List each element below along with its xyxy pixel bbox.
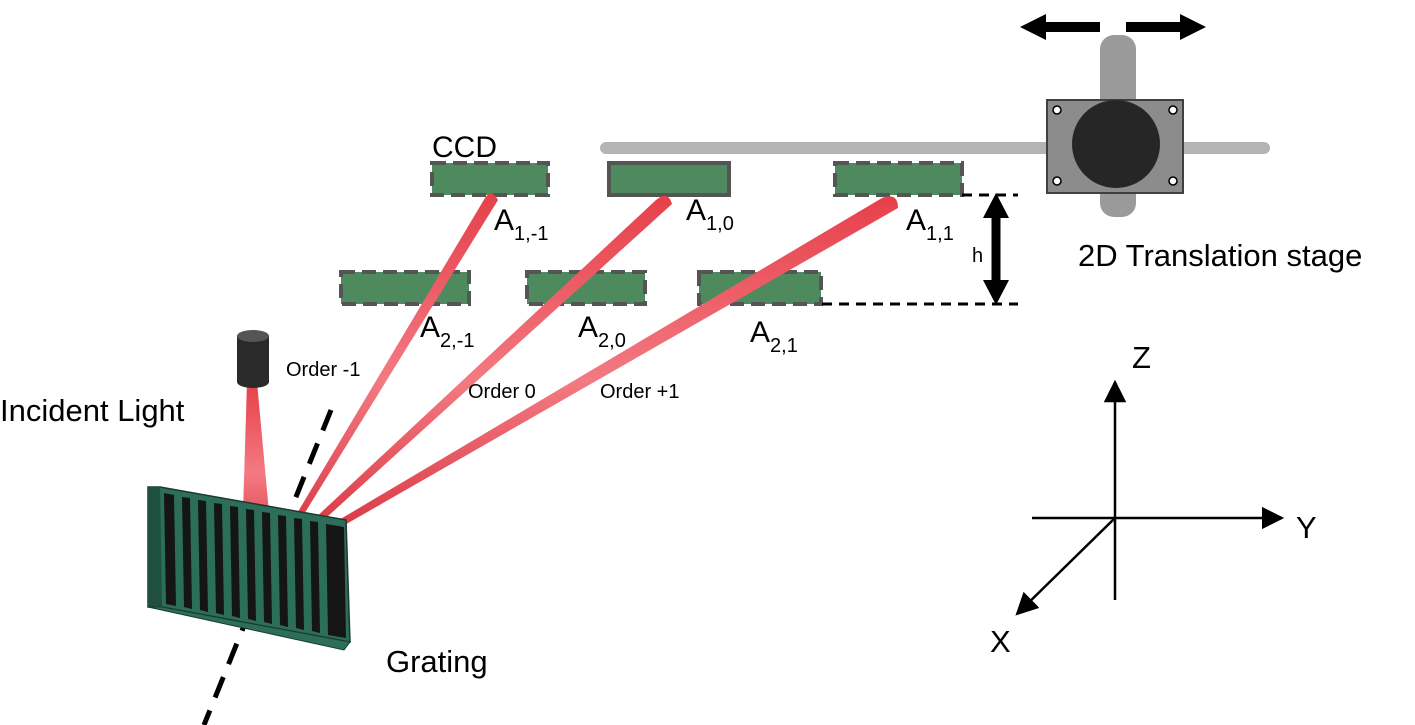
x-axis-label: X [990,624,1011,659]
grating-groove [326,524,346,638]
grating-groove [294,518,304,630]
coordinate-axes: Z Y X [990,340,1317,659]
grating-groove [278,515,288,627]
height-arrow-head-up-icon [983,193,1009,218]
x-axis [1015,517,1116,616]
stage-screw [1052,105,1062,115]
height-arrow-head-down-icon [983,280,1009,305]
stage-arrow-right-icon [1126,14,1206,40]
light-source: Incident Light [0,330,269,428]
grating-grooves [164,493,346,638]
order-0-label: Order 0 [468,381,536,403]
grating-groove [164,493,176,606]
grating-label: Grating [386,644,488,679]
translation-stage: 2D Translation stage [600,14,1362,273]
order-plus1-label: Order +1 [600,381,679,403]
beam-order-plus1 [268,196,898,566]
ccd-detectors: CCD [339,131,964,306]
order-labels: Order -1 Order 0 Order +1 [286,359,679,403]
incident-light-label: Incident Light [0,393,185,428]
grating-groove [262,512,272,624]
grating-groove [230,506,240,618]
beam-order-minus1 [268,193,498,567]
y-axis-label: Y [1296,510,1317,545]
grating-side [148,487,162,607]
grating-front-edge [147,606,351,651]
height-label: h [972,245,983,267]
grating-groove [198,500,208,612]
light-source-bottom [237,376,269,388]
grating: Grating [147,486,488,679]
z-axis-label: Z [1132,340,1151,375]
grating-groove [246,509,256,621]
position-label-a20: A2,0 [578,311,626,352]
ccd-label: CCD [432,131,497,164]
light-source-body [237,336,269,382]
ccd-position-a1m1 [430,161,550,197]
stage-screw [1168,105,1178,115]
stage-knob [1072,100,1160,188]
stage-label: 2D Translation stage [1078,238,1362,273]
position-label-a2m1: A2,-1 [420,311,474,352]
stage-screw [1168,176,1178,186]
grating-normal-axis [201,409,334,725]
position-label-a21: A2,1 [750,316,798,357]
grating-groove [214,503,224,615]
height-indicator: h [822,193,1018,306]
beam-order-0 [268,195,672,567]
position-label-a1m1: A1,-1 [494,204,548,245]
position-labels: A1,-1 A1,0 A1,1 A2,-1 A2,0 A2,1 [420,194,954,357]
grating-groove [182,497,192,609]
order-minus1-label: Order -1 [286,359,360,381]
position-label-a10: A1,0 [686,194,734,235]
position-label-a11: A1,1 [906,204,954,245]
stage-arrow-left-icon [1020,14,1100,40]
ccd-position-a11 [833,161,964,197]
ccd-position-a10 [607,161,731,197]
diffracted-beams [242,193,898,567]
grating-groove [310,521,320,633]
light-source-top [237,330,269,342]
stage-screw [1052,176,1062,186]
